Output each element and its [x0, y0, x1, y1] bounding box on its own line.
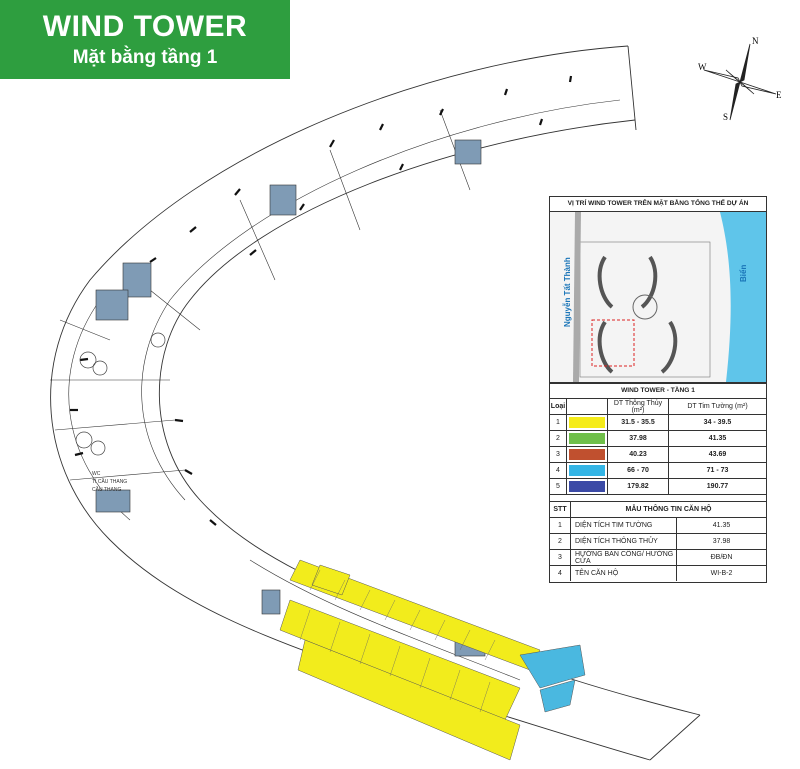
info-value: 37.98 [712, 538, 731, 545]
site-map-title: VỊ TRÍ WIND TOWER TRÊN MẶT BẰNG TỔNG THỂ… [550, 197, 766, 212]
stt-cell: 1 [550, 518, 571, 533]
table-row: 1 31.5 - 35.5 34 - 39.5 [550, 415, 766, 431]
swatch-cyan [569, 465, 605, 476]
sea-label: Biển [739, 265, 748, 282]
legend-panel: VỊ TRÍ WIND TOWER TRÊN MẶT BẰNG TỔNG THỂ… [549, 196, 767, 583]
page-title: WIND TOWER [42, 10, 248, 43]
type-cell: 4 [550, 463, 567, 478]
stt-cell: 4 [550, 566, 571, 581]
title-banner: WIND TOWER Mặt bằng tầng 1 [0, 0, 290, 79]
swatch-red [569, 449, 605, 460]
swatch-yellow [569, 417, 605, 428]
area-legend: WIND TOWER - TẦNG 1 Loại DT Thông Thủy (… [550, 383, 766, 581]
info-value: ĐB/ĐN [710, 554, 733, 561]
header-type: Loại [550, 399, 567, 414]
east-label: E [776, 90, 782, 100]
info-label: TÊN CĂN HỘ [571, 566, 677, 581]
table-row: 2 37.98 41.35 [550, 431, 766, 447]
gross-cell: 34 - 39.5 [703, 419, 732, 426]
type-cell: 3 [550, 447, 567, 462]
header-info: MẪU THÔNG TIN CĂN HỘ [625, 506, 712, 513]
net-cell: 66 - 70 [608, 463, 669, 478]
type-cell: 1 [550, 415, 567, 430]
swatch-navy [569, 481, 605, 492]
net-cell: 31.5 - 35.5 [608, 415, 669, 430]
type-cell: 2 [550, 431, 567, 446]
info-value: WI-B-2 [710, 570, 733, 577]
table-row: 3 HƯỚNG BAN CÔNG/ HƯỚNG CỬA ĐB/ĐN [550, 550, 766, 566]
table-row: 3 40.23 43.69 [550, 447, 766, 463]
site-map: Nguyễn Tất Thành Biển [550, 212, 766, 383]
gross-cell: 71 - 73 [706, 467, 729, 474]
header-net-area: DT Thông Thủy (m²) [608, 399, 669, 414]
info-label: HƯỚNG BAN CÔNG/ HƯỚNG CỬA [571, 550, 677, 565]
info-label: DIỆN TÍCH THÔNG THỦY [571, 534, 677, 549]
table-row: 4 66 - 70 71 - 73 [550, 463, 766, 479]
table-row: 2 DIỆN TÍCH THÔNG THỦY 37.98 [550, 534, 766, 550]
gross-cell: 43.69 [708, 451, 727, 458]
stt-cell: 3 [550, 550, 571, 565]
info-value: 41.35 [712, 522, 731, 529]
table-row: 1 DIỆN TÍCH TIM TƯỜNG 41.35 [550, 518, 766, 534]
wc-label: WC [92, 471, 101, 477]
net-cell: 179.82 [608, 479, 669, 494]
west-label: W [698, 62, 707, 72]
net-cell: 40.23 [608, 447, 669, 462]
stair-label-2: CẦU THANG [92, 486, 121, 493]
header-stt: STT [550, 502, 571, 517]
header-gross-area: DT Tim Tường (m²) [687, 403, 748, 410]
south-label: S [723, 112, 728, 122]
net-cell: 37.98 [608, 431, 669, 446]
area-table-title: WIND TOWER - TẦNG 1 [550, 383, 766, 399]
swatch-green [569, 433, 605, 444]
stair-label-1: TÍ CẦU THANG [92, 478, 127, 485]
table-row: 5 179.82 190.77 [550, 479, 766, 495]
page-subtitle: Mặt bằng tầng 1 [72, 47, 218, 68]
compass-rose-icon: N E S W [698, 36, 782, 122]
table-row: 4 TÊN CĂN HỘ WI-B-2 [550, 566, 766, 581]
road-label: Nguyễn Tất Thành [563, 257, 572, 327]
gross-cell: 41.35 [708, 435, 727, 442]
gross-cell: 190.77 [706, 483, 729, 490]
stt-cell: 2 [550, 534, 571, 549]
info-label: DIỆN TÍCH TIM TƯỜNG [571, 518, 677, 533]
type-cell: 5 [550, 479, 567, 494]
north-label: N [752, 36, 759, 46]
